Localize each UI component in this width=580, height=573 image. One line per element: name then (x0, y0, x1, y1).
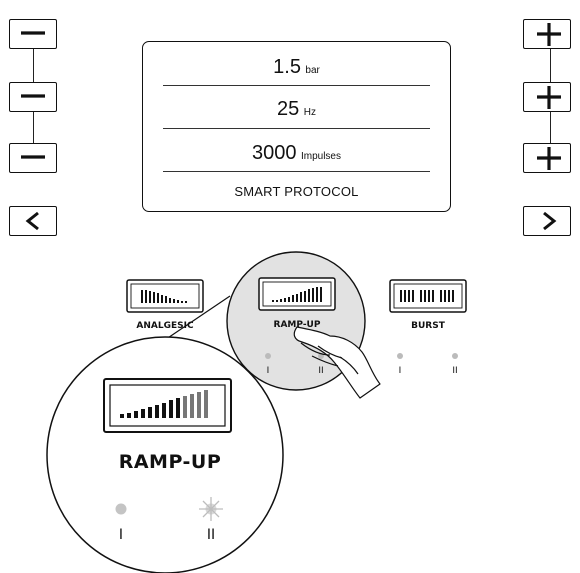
chevron-left-icon (25, 211, 39, 231)
plus-icon (537, 23, 561, 46)
plus-icon (537, 147, 561, 170)
decreasing-bars-icon (141, 290, 187, 303)
pressure-minus-button[interactable] (9, 19, 57, 49)
zoom-mode-title: RAMP-UP (118, 451, 222, 473)
ramp-up-led-1 (265, 353, 271, 359)
zoom-ramp-up-button (103, 378, 232, 433)
burst-bars-icon (400, 290, 454, 302)
pressure-value: 1.5 (273, 56, 301, 78)
burst-indicator-1-label: I (398, 366, 402, 376)
zoom-indicator-2-label: II (206, 527, 216, 543)
plus-icon (537, 86, 561, 109)
display-divider (163, 171, 430, 172)
burst-led-2 (452, 353, 458, 359)
zoom-indicator-1-label: I (118, 527, 124, 543)
frequency-value: 25 (277, 98, 300, 120)
forward-button[interactable] (523, 206, 571, 236)
frequency-unit: Hz (303, 107, 316, 118)
impulses-minus-button[interactable] (9, 143, 57, 173)
connector-line (33, 49, 34, 82)
hand-pointer-icon (293, 326, 381, 399)
connector-line (550, 112, 551, 143)
ramp-up-label: RAMP-UP (273, 320, 321, 330)
zoom-led-2-lit-icon (199, 497, 223, 521)
pressure-row: 1.5 bar (163, 56, 430, 79)
zoom-led-1 (115, 503, 127, 515)
back-button[interactable] (9, 206, 57, 236)
chevron-right-icon (543, 211, 557, 231)
burst-label: BURST (411, 321, 445, 331)
connector-line (33, 112, 34, 143)
increasing-bars-icon (272, 287, 322, 302)
zoom-increasing-bars-icon (120, 398, 180, 418)
pressure-plus-button[interactable] (523, 19, 571, 49)
impulses-row: 3000 Impulses (163, 142, 430, 165)
analgesic-label: ANALGESIC (136, 321, 194, 331)
burst-led-1 (397, 353, 403, 359)
ramp-up-indicator-2-label: II (318, 366, 324, 376)
display-divider (163, 85, 430, 86)
burst-indicator-2-label: II (452, 366, 458, 376)
parameter-display: 1.5 bar 25 Hz 3000 Impulses SMART PROTOC… (142, 41, 451, 212)
impulses-value: 3000 (252, 142, 297, 164)
pressure-unit: bar (305, 65, 320, 76)
frequency-row: 25 Hz (163, 98, 430, 121)
analgesic-button[interactable] (126, 279, 204, 313)
display-divider (163, 128, 430, 129)
connector-line (550, 49, 551, 82)
impulses-unit: Impulses (300, 151, 341, 162)
protocol-label: SMART PROTOCOL (234, 184, 359, 199)
ramp-up-button[interactable] (258, 277, 336, 311)
ramp-up-indicator-1-label: I (266, 366, 270, 376)
impulses-plus-button[interactable] (523, 143, 571, 173)
burst-button[interactable] (389, 279, 467, 313)
frequency-plus-button[interactable] (523, 82, 571, 112)
zoom-increasing-bars-gray-icon (183, 390, 208, 418)
frequency-minus-button[interactable] (9, 82, 57, 112)
